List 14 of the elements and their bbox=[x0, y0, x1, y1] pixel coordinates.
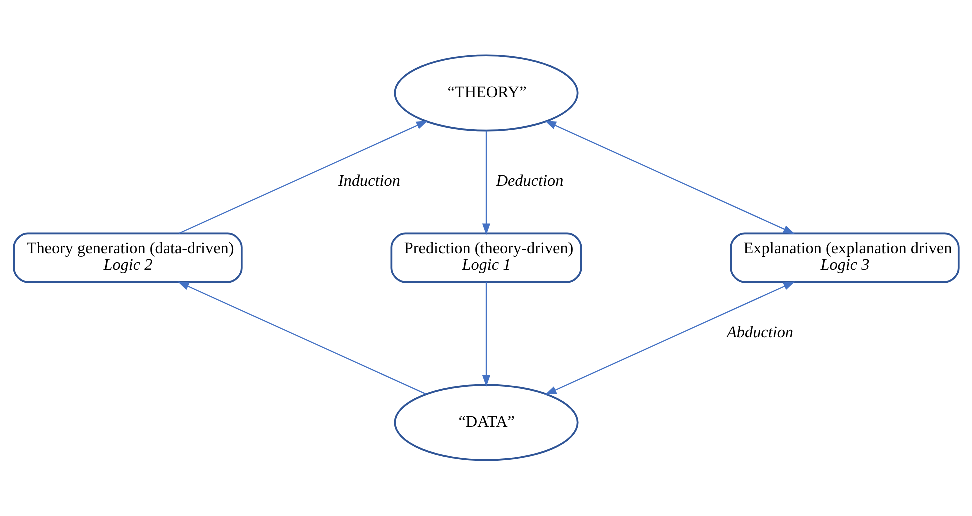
arrow bbox=[544, 282, 795, 396]
edge-label: Abduction bbox=[726, 324, 794, 342]
node-box: Prediction (theory-driven) Logic 1 bbox=[390, 232, 582, 284]
arrow bbox=[482, 282, 490, 387]
node-box: Explanation (explanation driven Logic 3 bbox=[730, 232, 960, 284]
node-ellipse: “THEORY” bbox=[394, 54, 578, 132]
edge-label: Deduction bbox=[496, 172, 564, 190]
node-ellipse: “DATA” bbox=[394, 384, 578, 462]
edge-label: Induction bbox=[338, 172, 400, 190]
arrow bbox=[177, 282, 426, 395]
node-box: Theory generation (data-driven) Logic 2 bbox=[12, 232, 242, 284]
arrow bbox=[544, 120, 795, 234]
arrow bbox=[178, 120, 428, 234]
arrow bbox=[482, 130, 490, 236]
